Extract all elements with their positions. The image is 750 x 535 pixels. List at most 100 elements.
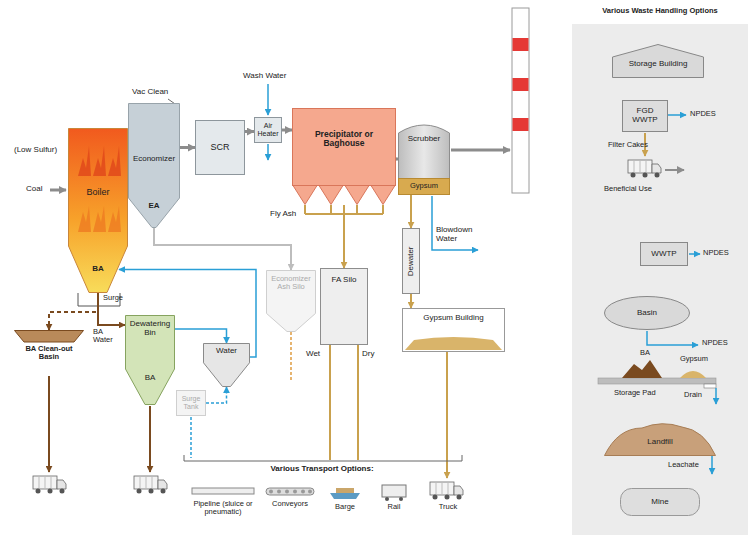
node-text: FA Silo (323, 276, 365, 285)
node-text: BA (128, 374, 172, 383)
flow-connector (410, 294, 412, 308)
node-text: Landfill (607, 438, 713, 447)
callout-label: Various Transport Options: (232, 465, 412, 474)
fly-ash-silo: FA Silo (320, 268, 368, 345)
coal-arrow (50, 189, 66, 192)
dewatering-bin: Dewatering BinBA (125, 315, 175, 405)
truck-icon (628, 160, 661, 178)
flow-connector (49, 293, 98, 330)
node-text: Boiler (71, 188, 125, 198)
rail-icon (382, 485, 406, 501)
conveyor-icon (269, 490, 273, 494)
flow-connector (343, 205, 345, 268)
callout-label: Rail (379, 503, 409, 511)
node-text: Mine (623, 498, 697, 507)
callout-label: Gypsum (680, 355, 720, 363)
node-text: Precipitator or Baghouse (295, 130, 393, 149)
fgd-wwtp-box: FGD WWTP (622, 100, 668, 132)
callout-label: Vac Clean (132, 88, 178, 97)
surge-tank-outlet (190, 417, 192, 458)
flow-connector (180, 146, 195, 149)
npdes-arrow (647, 331, 698, 345)
precipitator-box: Precipitator or Baghouse (292, 108, 396, 205)
callout-label: Wet (306, 350, 328, 359)
callout-label: Beneficial Use (604, 185, 674, 193)
npdes-arrow (689, 253, 700, 255)
bin-to-truck (149, 406, 151, 472)
callout-label: Wash Water (243, 72, 295, 81)
callout-label: Leachate (668, 461, 708, 469)
rail-icon (382, 485, 406, 497)
economizer-ash-outlet (290, 332, 292, 380)
boiler: BoilerBA (68, 128, 128, 293)
truck-out-arrow (665, 169, 684, 171)
flow-connector (282, 129, 292, 132)
economizer-ash-silo: Economizer Ash Silo (266, 270, 316, 332)
barge-icon (336, 488, 354, 493)
rail-icon (385, 497, 389, 501)
conveyor-icon (266, 488, 314, 495)
callout-label: Filter Cakes (608, 141, 664, 149)
basin-to-truck (48, 376, 50, 472)
callout-label: NPDES (703, 249, 743, 257)
scrubber-tower: ScrubberGypsum (398, 123, 450, 195)
node-text: Storage Building (615, 60, 701, 69)
fa-silo-outlets (330, 345, 358, 460)
flow-connector (410, 195, 412, 228)
pipeline-icon (192, 488, 254, 494)
scr-box: SCR (195, 120, 245, 175)
callout-label: Barge (325, 503, 365, 511)
node-text: FGD WWTP (625, 107, 665, 125)
callout-label: Various Waste Handling Options (574, 7, 746, 15)
storage-pad (622, 360, 662, 378)
callout-label: Drain (684, 391, 710, 399)
stack (513, 38, 529, 51)
barge-icon (330, 493, 360, 499)
transport-bracket (184, 455, 462, 461)
callout-label: Pipeline (sluice or pneumatic) (180, 500, 266, 517)
stack (513, 118, 529, 131)
economizer: EconomizerEA (128, 103, 180, 228)
gypsum-to-truck (446, 352, 448, 478)
callout-label: Coal (26, 185, 50, 194)
flow-connector (245, 130, 254, 133)
gypsum-building: Gypsum Building (402, 308, 505, 352)
node-text: Water (206, 347, 247, 356)
wwtp-box: WWTP (640, 242, 688, 266)
storage-pad (598, 378, 716, 384)
truck-icon (33, 476, 66, 494)
node-text: Surge Tank (179, 395, 203, 410)
gypsum-band: Gypsum (398, 178, 450, 195)
dewater-box: Dewater (402, 228, 420, 294)
node-text: Economizer Ash Silo (269, 275, 313, 292)
storage-pad (704, 384, 716, 388)
conveyor-icon (285, 490, 289, 494)
flow-connector (154, 219, 291, 270)
flow-connector (206, 387, 227, 403)
callout-label: (Low Sulfur) (14, 146, 70, 155)
storage-pad (680, 371, 706, 378)
flue-gas-arrow (451, 149, 510, 152)
conveyor-icon (308, 490, 312, 494)
stack (513, 78, 529, 91)
node-text: BA Clean-out Basin (17, 345, 81, 362)
callout-label: Surge (103, 294, 131, 302)
edge-label: BA Water (93, 328, 123, 345)
flow-connector (396, 158, 398, 161)
callout-label: Truck (428, 503, 468, 511)
landfill-mound: Landfill (604, 420, 716, 456)
truck-icon (134, 476, 167, 494)
node-text: Economizer (131, 155, 177, 164)
callout-label: BA (640, 349, 660, 357)
conveyor-icon (293, 490, 297, 494)
npdes-arrow (668, 114, 686, 116)
node-text: Basin (607, 309, 687, 318)
storage-pad (598, 360, 716, 404)
node-text: Gypsum Building (405, 314, 502, 323)
basin-ellipse: Basin (604, 296, 690, 330)
node-text: Gypsum (401, 182, 447, 190)
precipitator-box-outline (292, 108, 396, 205)
rail-icon (399, 497, 403, 501)
leachate-arrow (711, 454, 713, 474)
